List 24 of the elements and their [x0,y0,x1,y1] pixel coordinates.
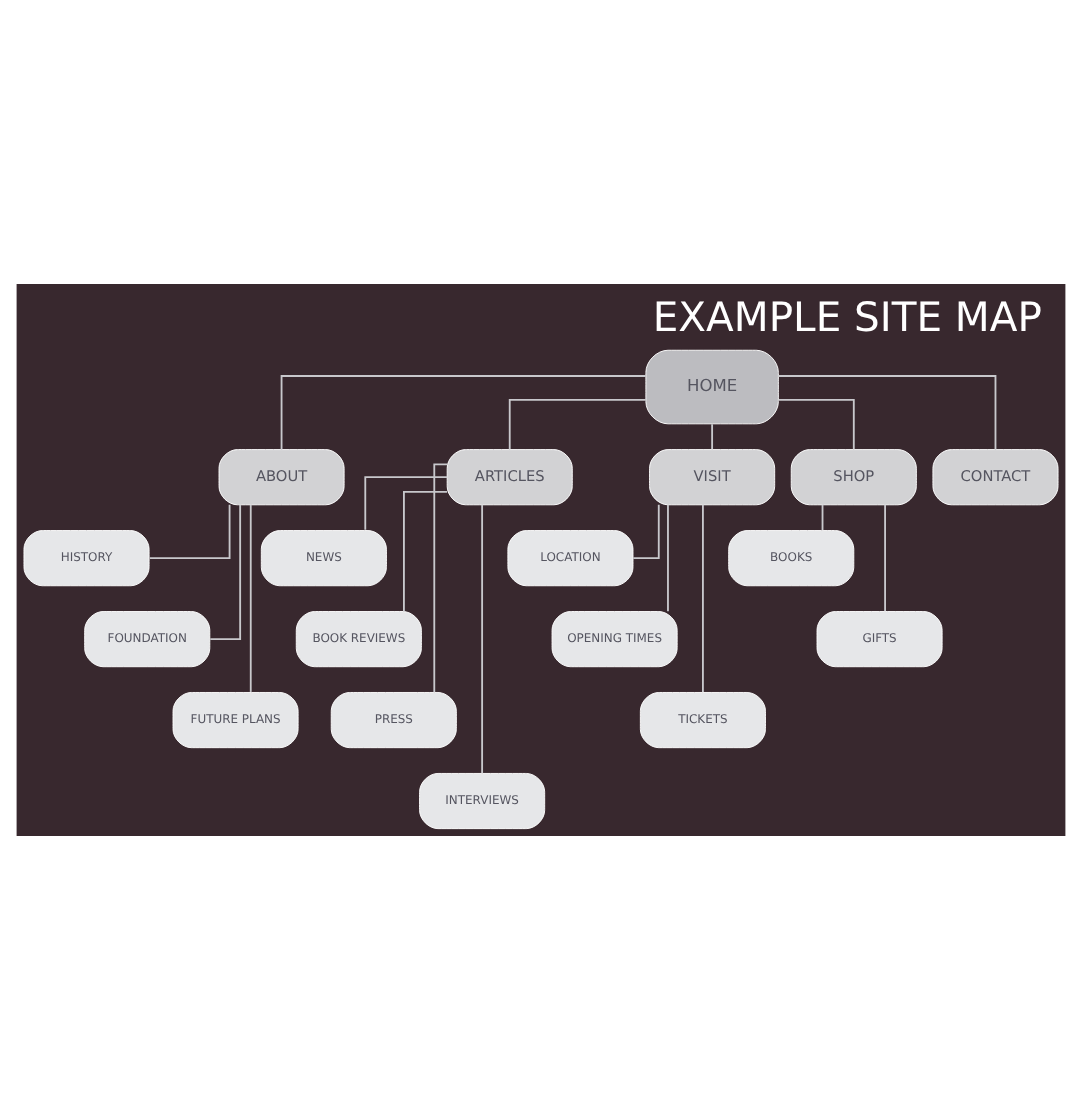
connector [702,502,704,692]
connector [667,502,669,612]
connector [209,502,242,640]
diagram-title: EXAMPLE SITE MAP [652,292,1042,341]
connector [777,398,855,450]
connector [249,502,252,692]
node-box: HOME [645,348,779,424]
connector [364,475,449,530]
connector [280,374,647,450]
connector [433,462,449,693]
connector [777,374,997,450]
node-box: ARTICLES [446,448,573,505]
connector [632,502,660,559]
node-box: CONTACT [932,448,1059,505]
node-box: ABOUT [218,448,345,505]
connector [884,502,886,612]
node-box: VISIT [649,448,776,505]
connector [481,502,484,774]
connector [403,490,449,612]
connector [821,502,824,531]
connector [711,422,714,450]
connector [508,398,647,450]
connector [148,502,231,559]
node-box: SHOP [790,448,917,505]
